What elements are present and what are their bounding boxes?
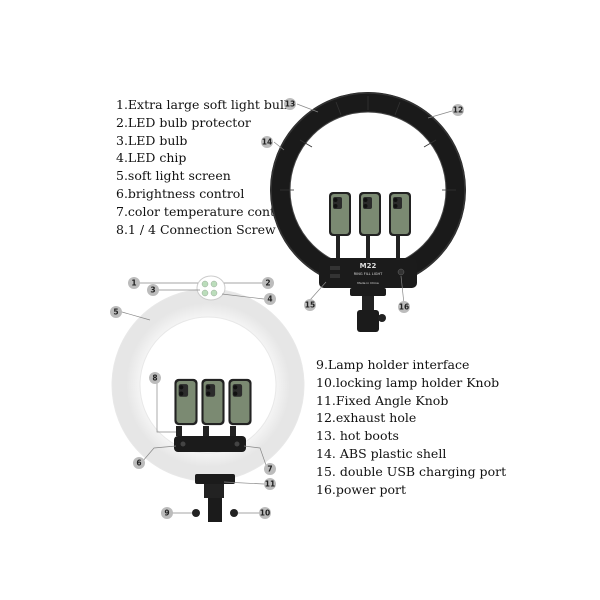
callout-6: 6 — [133, 457, 145, 469]
part-label-16: 16.power port — [316, 481, 406, 497]
callout-5: 5 — [110, 306, 122, 318]
ring-light-front-view — [111, 275, 305, 522]
callout-9: 9 — [161, 507, 173, 519]
svg-text:9: 9 — [164, 509, 169, 518]
usb-port-1 — [330, 266, 340, 270]
callout-7: 7 — [264, 463, 276, 475]
svg-text:1: 1 — [131, 279, 136, 288]
part-label-11: 11.Fixed Angle Knob — [316, 392, 449, 408]
callout-15: 15 — [304, 299, 316, 311]
callout-14: 14 — [261, 136, 273, 148]
part-label-10: 10.locking lamp holder Knob — [316, 374, 500, 390]
ring-light-rear-view: M22 RING FILL LIGHT Made in China — [270, 92, 466, 332]
part-label-8: 8.1 / 4 Connection Screw — [116, 221, 276, 237]
parts-list-bottom: 9.Lamp holder interface 10.locking lamp … — [316, 356, 506, 498]
svg-text:3: 3 — [150, 286, 155, 295]
front-control-box — [174, 436, 246, 452]
callout-3: 3 — [147, 284, 159, 296]
origin-label: Made in China — [357, 281, 379, 285]
part-label-2: 2.LED bulb protector — [116, 114, 251, 130]
model-subtitle: RING FILL LIGHT — [354, 272, 383, 276]
callout-13: 13 — [284, 98, 296, 110]
lamp-holder-interface — [362, 296, 374, 310]
callout-8: 8 — [149, 372, 161, 384]
part-label-12: 12.exhaust hole — [316, 410, 417, 426]
part-label-14: 14. ABS plastic shell — [316, 445, 447, 461]
part-label-7: 7.color temperature control — [116, 203, 293, 219]
part-label-5: 5.soft light screen — [116, 168, 231, 184]
exhaust-holes — [280, 96, 456, 191]
svg-text:11: 11 — [265, 480, 275, 489]
part-label-9: 9.Lamp holder interface — [316, 357, 470, 372]
callout-11: 11 — [264, 478, 276, 490]
svg-text:15: 15 — [305, 301, 315, 310]
part-label-15: 15. double USB charging port — [316, 463, 507, 479]
svg-text:16: 16 — [399, 303, 409, 312]
callout-12: 12 — [452, 104, 464, 116]
svg-text:13: 13 — [285, 100, 295, 109]
part-label-1: 1.Extra large soft light bulb — [116, 97, 292, 112]
part-label-3: 3.LED bulb — [116, 132, 188, 148]
leader-lines — [121, 103, 453, 514]
callout-1: 1 — [128, 277, 140, 289]
control-box — [319, 258, 417, 288]
phone-holders-bottom — [174, 378, 252, 436]
part-label-13: 13. hot boots — [316, 428, 399, 444]
callout-10: 10 — [259, 507, 271, 519]
svg-text:5: 5 — [113, 308, 118, 317]
color-temperature-control — [234, 441, 240, 447]
part-label-6: 6.brightness control — [116, 185, 245, 201]
svg-text:7: 7 — [267, 465, 272, 474]
led-chip-detail — [196, 275, 226, 301]
svg-text:4: 4 — [267, 295, 272, 304]
svg-text:6: 6 — [136, 459, 141, 468]
fixed-angle-knob — [378, 314, 386, 322]
brightness-control — [180, 441, 186, 447]
callout-4: 4 — [264, 293, 276, 305]
svg-text:10: 10 — [260, 509, 270, 518]
phone-holders-top — [329, 192, 411, 260]
svg-text:8: 8 — [152, 374, 157, 383]
parts-list-top: 1.Extra large soft light bulb 2.LED bulb… — [116, 96, 293, 238]
svg-text:2: 2 — [265, 279, 270, 288]
callout-16: 16 — [398, 301, 410, 313]
soft-light-screen — [112, 289, 304, 481]
power-port — [397, 268, 405, 276]
svg-text:14: 14 — [262, 138, 272, 147]
part-label-4: 4.LED chip — [116, 150, 187, 166]
svg-text:12: 12 — [453, 106, 463, 115]
callout-markers: 13 12 14 15 16 1 2 3 4 5 8 6 7 11 9 10 — [110, 98, 464, 519]
usb-port-2 — [330, 274, 340, 278]
callout-2: 2 — [262, 277, 274, 289]
model-label: M22 — [360, 262, 377, 270]
